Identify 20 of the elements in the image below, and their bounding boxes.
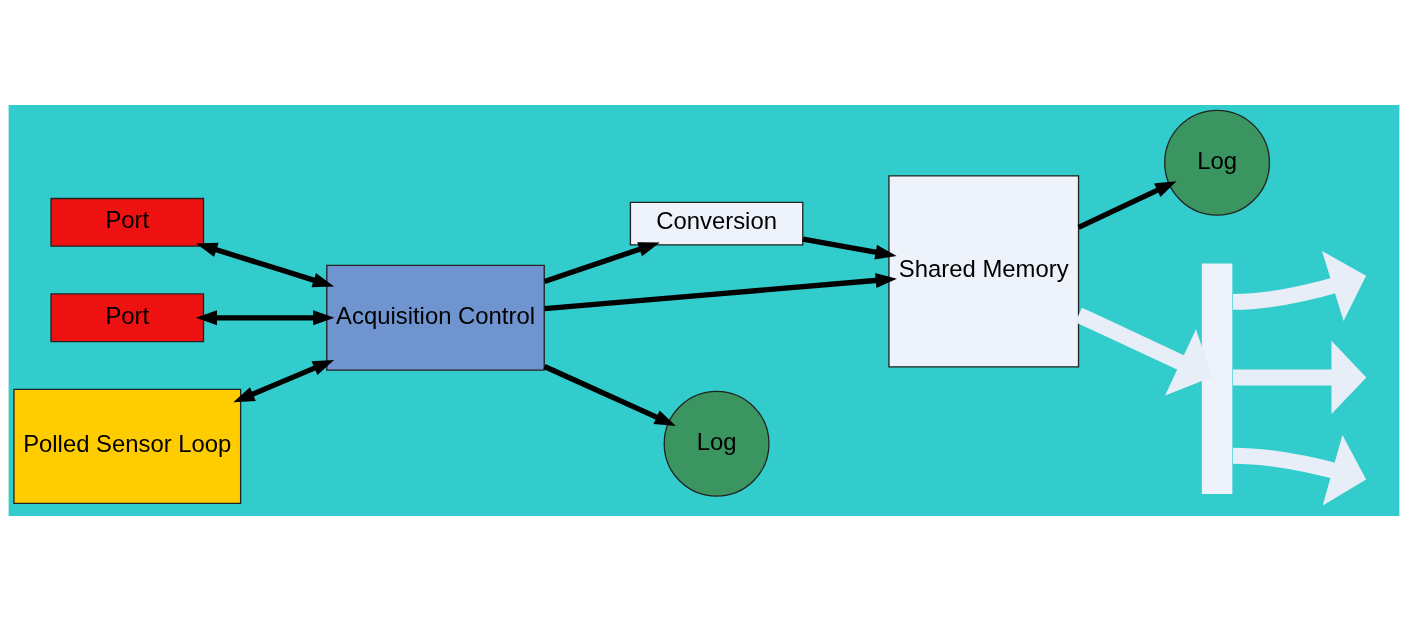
arrow (1075, 307, 1213, 396)
arrow (195, 309, 335, 325)
node-box: Port (50, 292, 205, 342)
node-box: Conversion (629, 201, 804, 246)
node-box: Port (50, 197, 205, 247)
arrow (543, 241, 660, 284)
arrow (1232, 250, 1367, 321)
arrow (543, 363, 676, 426)
arrow (544, 272, 897, 311)
arrow (233, 359, 335, 402)
arrow (196, 242, 335, 287)
node-circle: Log (1164, 109, 1271, 216)
arrow (1232, 434, 1367, 505)
node-circle: Log (663, 390, 770, 497)
arrow (1233, 340, 1367, 414)
node-box: Acquisition Control (326, 264, 545, 371)
node-box: Shared Memory (888, 174, 1080, 367)
node-box: Polled Sensor Loop (13, 388, 242, 504)
arrow (1077, 180, 1177, 230)
arrow (802, 235, 897, 259)
